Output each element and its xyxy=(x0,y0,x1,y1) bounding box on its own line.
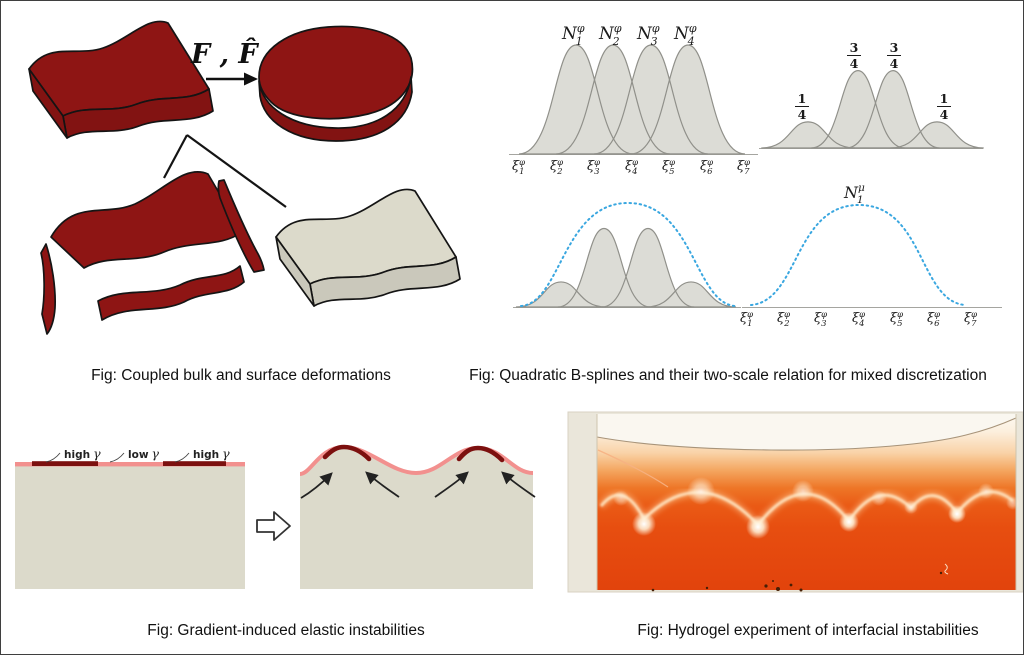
cell-wall-edges xyxy=(596,414,1017,590)
svg-text:4: 4 xyxy=(940,107,949,122)
wrinkled-substrate-block xyxy=(300,447,533,589)
svg-text:1: 1 xyxy=(798,91,807,106)
weight-fraction-labels: 1 4 3 4 3 4 1 4 xyxy=(795,40,951,122)
deformation-panel: F , F̂ xyxy=(28,20,461,335)
meniscus-line xyxy=(596,417,1017,451)
svg-text:ξφ6: ξφ6 xyxy=(700,158,713,177)
svg-text:ξφ1: ξφ1 xyxy=(740,310,753,329)
gel-streak xyxy=(597,449,669,488)
meniscus xyxy=(597,414,1016,451)
svg-text:ξφ3: ξφ3 xyxy=(814,310,827,329)
surface-film xyxy=(15,462,245,467)
caption-instability: Fig: Gradient-induced elastic instabilit… xyxy=(147,622,425,639)
transition-arrow xyxy=(256,511,291,541)
svg-text:ξφ3: ξφ3 xyxy=(587,158,600,177)
caption-deformation: Fig: Coupled bulk and surface deformatio… xyxy=(91,367,391,384)
svg-text:ξφ4: ξφ4 xyxy=(625,158,638,177)
reference-bulk-slab xyxy=(28,20,214,139)
svg-text:ξφ5: ξφ5 xyxy=(662,158,675,177)
coarse-basis-curve xyxy=(750,203,966,306)
hydrogel-panel xyxy=(567,411,1023,593)
svg-text:3: 3 xyxy=(850,40,859,55)
svg-text:3: 3 xyxy=(890,40,899,55)
label-leader-lines xyxy=(45,452,190,463)
svg-text:ξφ1: ξφ1 xyxy=(512,158,525,177)
svg-text:ξφ6: ξφ6 xyxy=(927,310,940,329)
sum-basis-fills xyxy=(515,228,737,307)
caption-bsplines: Fig: Quadratic B-splines and their two-s… xyxy=(469,367,987,384)
flow-arrows xyxy=(300,471,536,499)
svg-text:ξφ2: ξφ2 xyxy=(777,310,790,329)
deformed-slab xyxy=(258,25,414,142)
svg-text:4: 4 xyxy=(798,107,807,122)
caption-hydrogel: Fig: Hydrogel experiment of interfacial … xyxy=(637,622,979,639)
flat-substrate-block xyxy=(15,462,245,589)
svg-text:ξφ7: ξφ7 xyxy=(964,310,977,329)
glow-spots xyxy=(613,477,1020,539)
stiff-film-segment xyxy=(32,461,98,466)
weighted-basis-fills xyxy=(761,70,984,148)
svg-text:ξφ7: ξφ7 xyxy=(737,158,750,177)
svg-text:1: 1 xyxy=(940,91,949,106)
exploded-bulk xyxy=(40,171,265,335)
svg-text:ξφ2: ξφ2 xyxy=(550,158,563,177)
svg-text:ξφ4: ξφ4 xyxy=(852,310,865,329)
surface-shell-slab xyxy=(275,188,461,307)
stiff-film-segment xyxy=(163,461,226,466)
svg-text:4: 4 xyxy=(850,56,859,71)
speckles xyxy=(651,563,949,592)
deformation-arrow xyxy=(206,72,258,86)
deformation-label: F , F̂ xyxy=(190,37,259,70)
coarse-envelope-curve xyxy=(520,201,736,307)
decomposition-lines xyxy=(163,134,287,208)
svg-text:4: 4 xyxy=(890,56,899,71)
stiff-crest-segments xyxy=(322,444,505,463)
svg-text:ξφ5: ξφ5 xyxy=(890,310,903,329)
